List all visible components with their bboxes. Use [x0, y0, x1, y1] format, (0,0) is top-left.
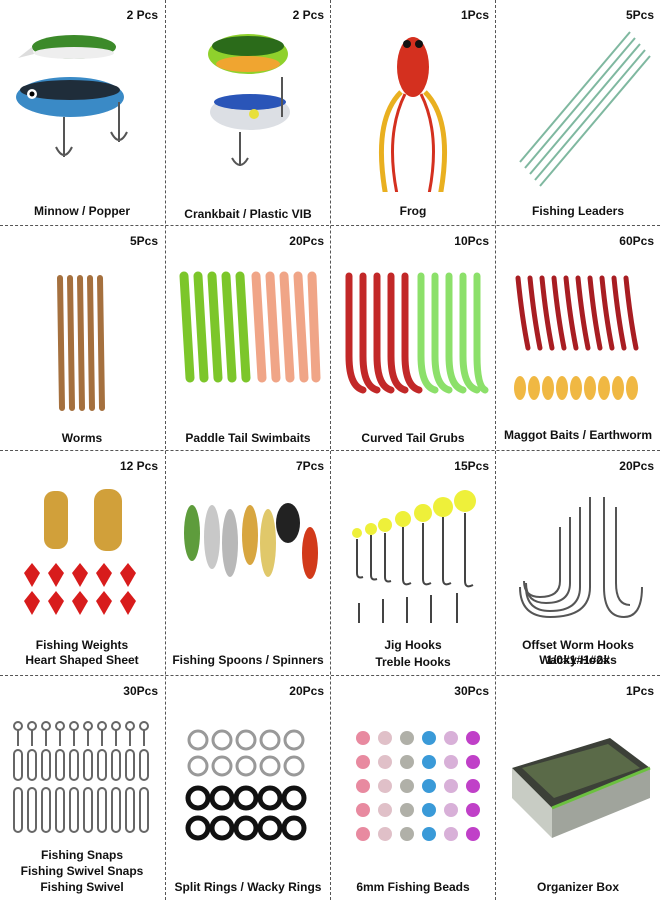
- item-label: Jig Hooks: [384, 638, 442, 652]
- item-count: 2 Pcs: [292, 8, 324, 22]
- item-label: 6mm Fishing Beads: [356, 880, 470, 894]
- cell-offset-hooks: 20Pcs Offset Worm Hooks 1/0#1#1#2# Wacky…: [496, 451, 660, 675]
- item-count: 12 Pcs: [119, 459, 158, 473]
- jig-hooks-image: [335, 473, 491, 643]
- snaps-image: [4, 698, 160, 848]
- organizer-box-image: [500, 698, 656, 848]
- split-rings-image: [170, 698, 326, 848]
- cell-jig-hooks: 15Pcs Jig Hooks Treble Hooks: [331, 451, 495, 675]
- item-label-2: Wacky Hooks: [539, 653, 617, 667]
- offset-hooks-image: [500, 473, 656, 633]
- item-count: 2 Pcs: [126, 8, 158, 22]
- item-count: 5Pcs: [129, 234, 158, 248]
- fishing-leaders-image: [500, 22, 656, 192]
- beads-image: [335, 698, 491, 848]
- item-label: Fishing Snaps: [40, 848, 123, 862]
- worms-image: [4, 248, 160, 418]
- divider: [0, 675, 660, 676]
- weights-image: [4, 473, 160, 623]
- cell-organizer: 1Pcs Organizer Box: [496, 676, 660, 900]
- divider: [0, 450, 660, 451]
- frog-image: [335, 22, 491, 192]
- item-count: 20Pcs: [289, 234, 324, 248]
- item-label: Crankbait / Plastic VIB: [184, 207, 312, 221]
- item-count: 20Pcs: [289, 684, 324, 698]
- item-count: 20Pcs: [619, 459, 654, 473]
- item-label: Fishing Leaders: [531, 204, 625, 218]
- item-label: Offset Worm Hooks 1/0#1#1#2#: [522, 638, 634, 667]
- item-label: Organizer Box: [536, 880, 620, 894]
- cell-minnow-popper: 2 Pcs Minnow / Popper: [0, 0, 164, 224]
- cell-beads: 30Pcs 6mm Fishing Beads: [331, 676, 495, 900]
- item-label-2: Heart Shaped Sheet: [25, 653, 139, 667]
- item-count: 15Pcs: [454, 459, 489, 473]
- item-count: 7Pcs: [295, 459, 324, 473]
- item-count: 30Pcs: [454, 684, 489, 698]
- item-count: 5Pcs: [625, 8, 654, 22]
- paddle-tail-image: [170, 248, 326, 418]
- item-label: Curved Tail Grubs: [361, 431, 465, 445]
- minnow-popper-image: [4, 22, 160, 192]
- item-label: Fishing Weights: [35, 638, 129, 652]
- item-label-3: Fishing Swivel: [40, 880, 124, 894]
- cell-maggot: 60Pcs Maggot Baits / Earthworm: [496, 226, 660, 450]
- cell-curved-tail: 10Pcs Curved Tail Grubs: [331, 226, 495, 450]
- item-count: 60Pcs: [619, 234, 654, 248]
- divider: [0, 225, 660, 226]
- item-label: Paddle Tail Swimbaits: [185, 431, 311, 445]
- item-count: 1Pcs: [625, 684, 654, 698]
- item-label: Split Rings / Wacky Rings: [174, 880, 322, 894]
- item-label: Fishing Spoons / Spinners: [172, 653, 324, 667]
- item-label: Frog: [399, 204, 427, 218]
- cell-frog: 1Pcs Frog: [331, 0, 495, 224]
- crankbait-image: [170, 22, 326, 192]
- item-count: 10Pcs: [454, 234, 489, 248]
- item-label-2: Treble Hooks: [375, 655, 451, 669]
- maggot-baits-image: [500, 248, 656, 418]
- cell-leaders: 5Pcs Fishing Leaders: [496, 0, 660, 224]
- cell-worms: 5Pcs Worms: [0, 226, 164, 450]
- item-count: 1Pcs: [460, 8, 489, 22]
- spoons-image: [170, 473, 326, 643]
- cell-weights: 12 Pcs Fishing Weights Heart Shaped Shee…: [0, 451, 164, 675]
- item-label: Maggot Baits / Earthworm: [503, 428, 652, 442]
- item-count: 30Pcs: [123, 684, 158, 698]
- item-label: Minnow / Popper: [34, 204, 130, 218]
- cell-snaps: 30Pcs Fishing Snaps Fishing Swivel Snaps…: [0, 676, 164, 900]
- curved-tail-image: [335, 248, 491, 418]
- cell-split-rings: 20Pcs Split Rings / Wacky Rings: [166, 676, 330, 900]
- cell-spoons: 7Pcs Fishing Spoons / Spinners: [166, 451, 330, 675]
- item-label: Worms: [61, 431, 103, 445]
- cell-paddle-tail: 20Pcs Paddle Tail Swimbaits: [166, 226, 330, 450]
- item-label-2: Fishing Swivel Snaps: [20, 864, 144, 878]
- cell-crankbait: 2 Pcs Crankbait / Plastic VIB: [166, 0, 330, 224]
